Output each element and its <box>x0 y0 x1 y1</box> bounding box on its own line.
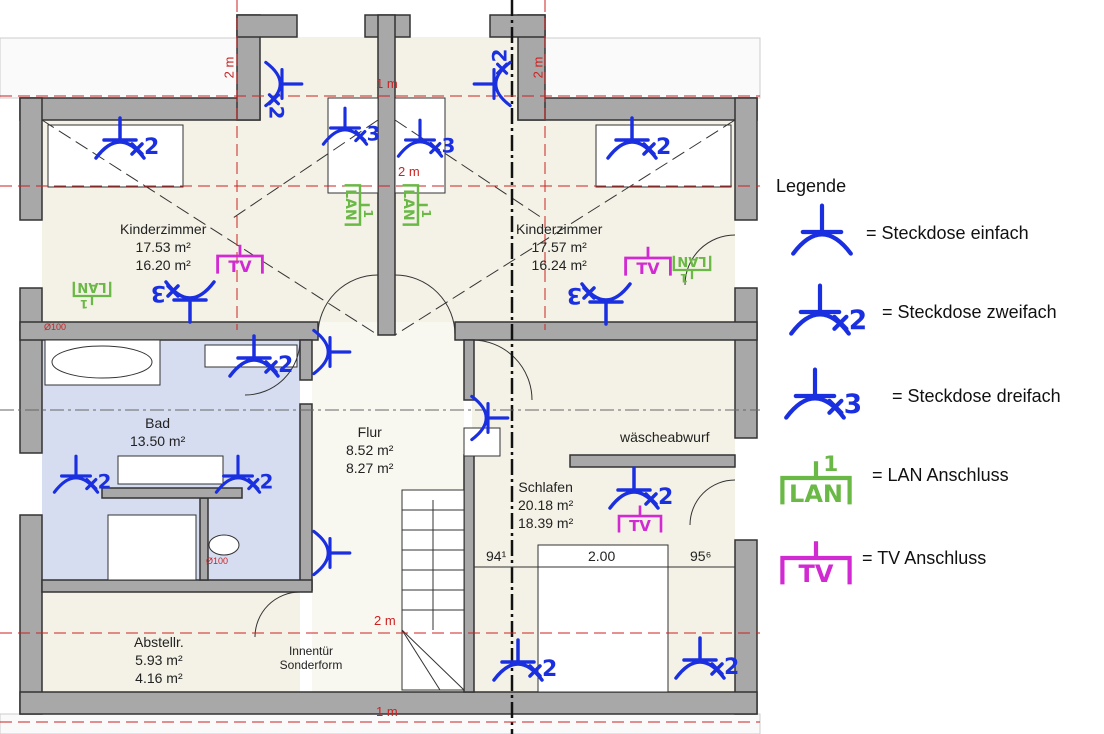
svg-text:3: 3 <box>367 123 381 146</box>
bed-left <box>47 124 184 188</box>
svg-text:LAN: LAN <box>342 189 358 220</box>
svg-text:TV: TV <box>799 560 834 588</box>
socket-double-icon: 2 <box>674 636 739 680</box>
tv-outlet-icon: TV <box>624 246 672 278</box>
legend-lan-icon: LAN 1 <box>780 452 852 508</box>
svg-text:3: 3 <box>844 389 862 420</box>
svg-text:3: 3 <box>442 135 456 158</box>
svg-text:1: 1 <box>419 209 434 218</box>
svg-text:LAN: LAN <box>677 253 706 268</box>
roof-hatch <box>0 37 761 734</box>
door-note: Innentür Sonderform <box>279 644 343 672</box>
legend-single-socket: = Steckdose einfach <box>866 223 1029 243</box>
bath-shelf <box>204 344 298 368</box>
dim-bed-width: 2.00 <box>588 548 616 564</box>
socket-double-icon: 2 <box>214 454 274 494</box>
bed-right <box>595 124 732 188</box>
svg-text:3: 3 <box>151 280 166 305</box>
socket-single-icon <box>312 328 352 376</box>
legend-socket-single-icon <box>791 203 853 256</box>
svg-text:TV: TV <box>636 259 660 278</box>
socket-double-icon: 2 <box>492 638 557 682</box>
svg-text:1: 1 <box>823 452 838 477</box>
tv-outlet-icon: TV <box>216 244 264 276</box>
desk-left <box>327 97 379 194</box>
socket-double-icon: 2 <box>608 466 673 510</box>
tv-outlet-icon: TV <box>617 505 663 535</box>
svg-text:1: 1 <box>680 271 688 285</box>
socket-double-icon: 2 <box>52 454 112 494</box>
legend-title: Legende <box>776 176 847 196</box>
svg-text:2: 2 <box>260 471 274 494</box>
pipe-label-2: Ø100 <box>206 556 229 566</box>
svg-text:2: 2 <box>278 353 293 378</box>
shower <box>107 514 197 581</box>
legend-socket-triple-icon: 3 <box>784 367 862 420</box>
laundry-chute-label: wäscheabwurf <box>620 429 710 445</box>
socket-triple-icon: 3 <box>321 106 381 146</box>
stair-steps <box>401 500 465 691</box>
svg-text:2: 2 <box>264 106 287 120</box>
dim-2m-bottom: 2 m <box>374 613 396 628</box>
socket-triple-icon: 3 <box>567 282 632 326</box>
socket-triple-icon: 3 <box>151 280 216 324</box>
socket-double-icon: 2 <box>228 334 293 378</box>
pipe-label: Ø100 <box>44 322 67 332</box>
lan-outlet-icon: LAN 1 <box>72 279 112 311</box>
legend-tv: = TV Anschluss <box>862 548 987 568</box>
grid-lines <box>0 0 760 734</box>
lan-outlet-icon: LAN 1 <box>672 253 712 285</box>
toilet <box>208 534 240 556</box>
socket-single-icon <box>470 394 510 442</box>
svg-text:2: 2 <box>542 657 557 682</box>
svg-text:LAN: LAN <box>77 279 106 294</box>
legend-socket-double-icon: 2 <box>789 283 867 336</box>
socket-double-icon: 2 <box>264 60 304 120</box>
svg-text:2: 2 <box>98 471 112 494</box>
dim-2m-right: 2 m <box>530 56 546 79</box>
dim-bed-right: 95⁶ <box>690 548 712 564</box>
socket-double-icon: 2 <box>94 116 159 160</box>
washbasin <box>117 455 224 485</box>
room-abstell <box>42 592 300 692</box>
socket-single-icon <box>312 529 352 577</box>
svg-text:LAN: LAN <box>789 480 843 508</box>
svg-text:2: 2 <box>489 49 512 63</box>
dim-2m-left: 2 m <box>221 56 237 79</box>
socket-double-icon: 2 <box>606 116 671 160</box>
dim-2m-mid: 2 m <box>398 164 420 179</box>
svg-text:1: 1 <box>80 297 88 311</box>
walls <box>19 14 758 715</box>
svg-text:2: 2 <box>724 655 739 680</box>
svg-text:2: 2 <box>658 485 673 510</box>
socket-triple-icon: 3 <box>396 118 456 158</box>
legend-lan: = LAN Anschluss <box>872 465 1009 485</box>
svg-text:2: 2 <box>144 135 159 160</box>
legend-double-socket: = Steckdose zweifach <box>882 302 1057 322</box>
double-bed <box>537 544 669 693</box>
svg-text:TV: TV <box>228 257 252 276</box>
svg-text:2: 2 <box>849 305 867 336</box>
dim-bed-left: 94¹ <box>486 548 507 564</box>
socket-double-icon: 2 <box>472 49 512 108</box>
legend-tv-icon: TV <box>780 541 852 588</box>
svg-text:2: 2 <box>656 135 671 160</box>
dim-1m-top: 1 m <box>376 76 398 91</box>
svg-text:1: 1 <box>361 209 376 218</box>
svg-text:TV: TV <box>629 517 651 535</box>
svg-text:3: 3 <box>567 282 582 307</box>
legend-triple-socket: = Steckdose dreifach <box>892 386 1061 406</box>
svg-text:LAN: LAN <box>400 189 416 220</box>
dim-1m-bottom: 1 m <box>376 704 398 719</box>
